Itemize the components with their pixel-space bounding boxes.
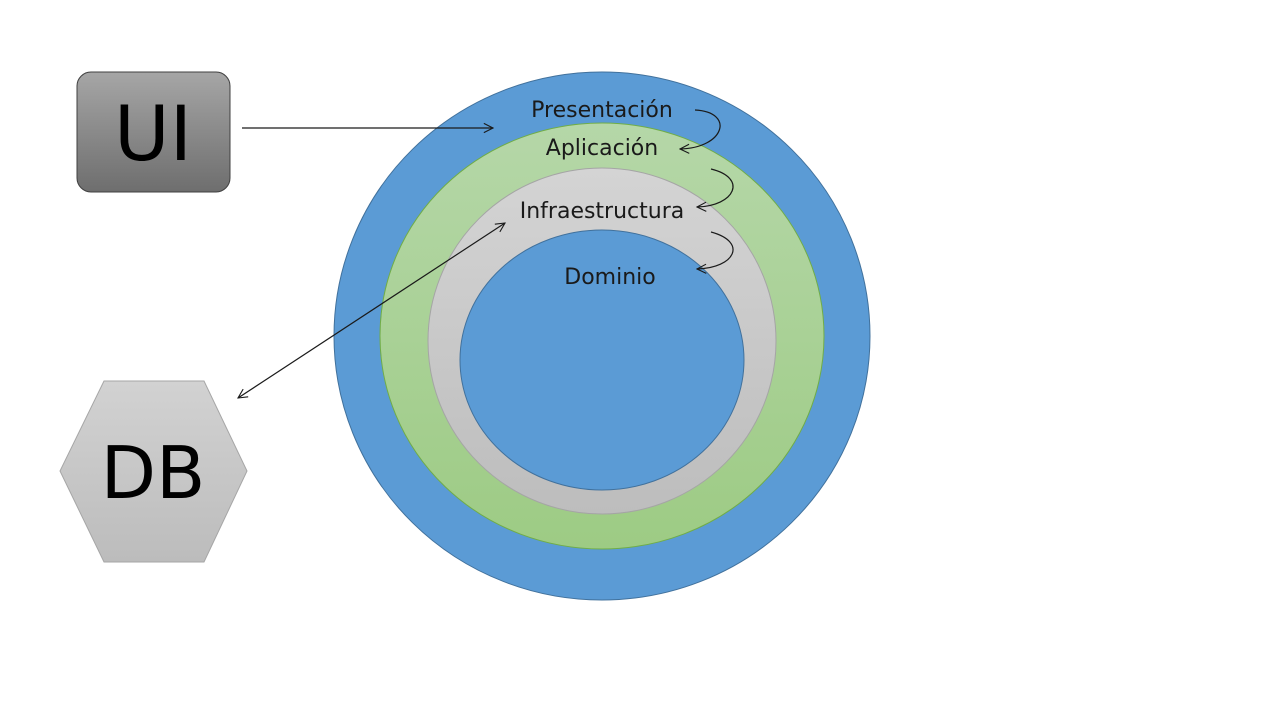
db-node-hexagon	[59, 380, 248, 563]
dependency-arrow-application-to-infrastructure	[697, 168, 734, 207]
infrastructure-layer-label: Infraestructura	[520, 199, 685, 224]
presentation-layer-label: Presentación	[531, 98, 673, 123]
application-layer-label: Aplicación	[546, 136, 658, 161]
ui-node-box	[76, 71, 231, 193]
db-node-label: DB	[101, 431, 206, 515]
ui-node-label: UI	[114, 89, 192, 178]
domain-layer-label: Dominio	[564, 265, 655, 290]
dependency-arrow-infrastructure-to-domain	[697, 231, 734, 269]
dependency-arrow-presentation-to-application	[680, 109, 721, 149]
infrastructure-db-bidirectional-arrow	[238, 223, 505, 398]
